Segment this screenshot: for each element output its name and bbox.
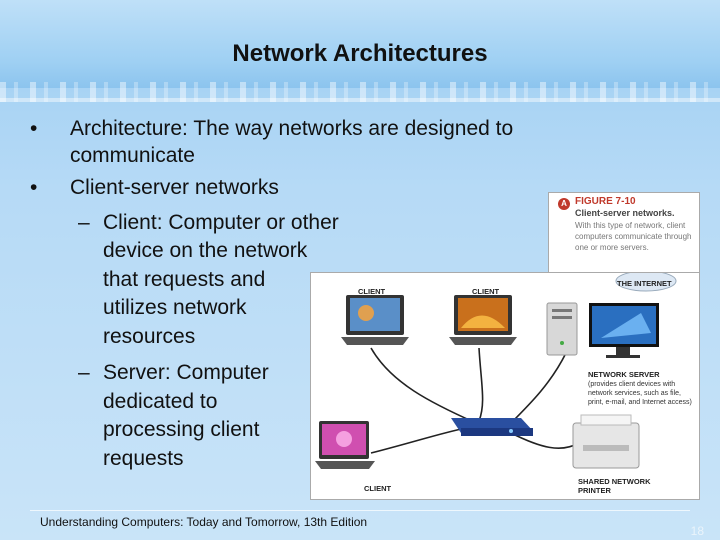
slide-title: Network Architectures	[232, 40, 488, 67]
sub-bullet-2-line-3: processing client	[103, 418, 260, 441]
network-server-description: (provides client devices with network se…	[588, 381, 692, 406]
sub-bullet-2-line-1: Server: Computer	[103, 361, 269, 384]
page-number: 18	[690, 524, 704, 538]
shared-printer-label-line-1: SHARED NETWORK	[578, 477, 651, 486]
figure-caption: Client-server networks.	[575, 208, 675, 218]
sub-bullet-1-line-1: Client: Computer or other	[103, 211, 339, 234]
title-banner	[0, 0, 720, 88]
server-monitor-icon	[589, 303, 659, 358]
printer-icon	[572, 414, 640, 469]
router-icon	[451, 418, 533, 436]
decorative-strip	[0, 82, 720, 102]
figure-number: FIGURE 7-10	[575, 196, 636, 207]
network-diagram	[315, 270, 677, 469]
laptop-left-icon	[341, 295, 409, 345]
sub-bullet-marker: –	[78, 211, 90, 234]
decorative-strip-line	[0, 98, 720, 102]
sub-bullet-1-line-5: resources	[103, 325, 196, 348]
client-bottom-label: CLIENT	[364, 484, 392, 493]
footer-text: Understanding Computers: Today and Tomor…	[40, 515, 368, 529]
sub-bullet-2-line-2: dedicated to	[103, 390, 218, 413]
server-tower-icon	[546, 302, 578, 356]
footer-divider	[30, 510, 690, 511]
bullet-marker: •	[30, 176, 38, 199]
client-left-label: CLIENT	[358, 287, 386, 296]
figure-caption-panel	[548, 192, 700, 274]
sub-bullet-marker: –	[78, 361, 90, 384]
client-middle-label: CLIENT	[472, 287, 500, 296]
sub-bullet-2-line-4: requests	[103, 447, 184, 470]
bullet-1-line-2: communicate	[70, 144, 195, 167]
sub-bullet-1-line-2: device on the network	[103, 239, 308, 262]
sub-bullet-1-line-4: utilizes network	[103, 296, 247, 319]
sub-bullet-1-line-3: that requests and	[103, 268, 266, 291]
bullet-marker: •	[30, 117, 38, 140]
laptop-middle-icon	[449, 295, 517, 345]
figure-description: With this type of network, client comput…	[575, 221, 692, 252]
bullet-2-text: Client-server networks	[70, 176, 279, 199]
network-server-label: NETWORK SERVER	[588, 370, 660, 379]
laptop-bottom-icon	[315, 421, 375, 469]
figure-badge: A	[558, 198, 570, 210]
bullet-1-line-1: Architecture: The way networks are desig…	[70, 117, 514, 140]
figure-illustration	[310, 270, 700, 500]
internet-label: THE INTERNET	[617, 279, 672, 288]
shared-printer-label-line-2: PRINTER	[578, 486, 611, 495]
